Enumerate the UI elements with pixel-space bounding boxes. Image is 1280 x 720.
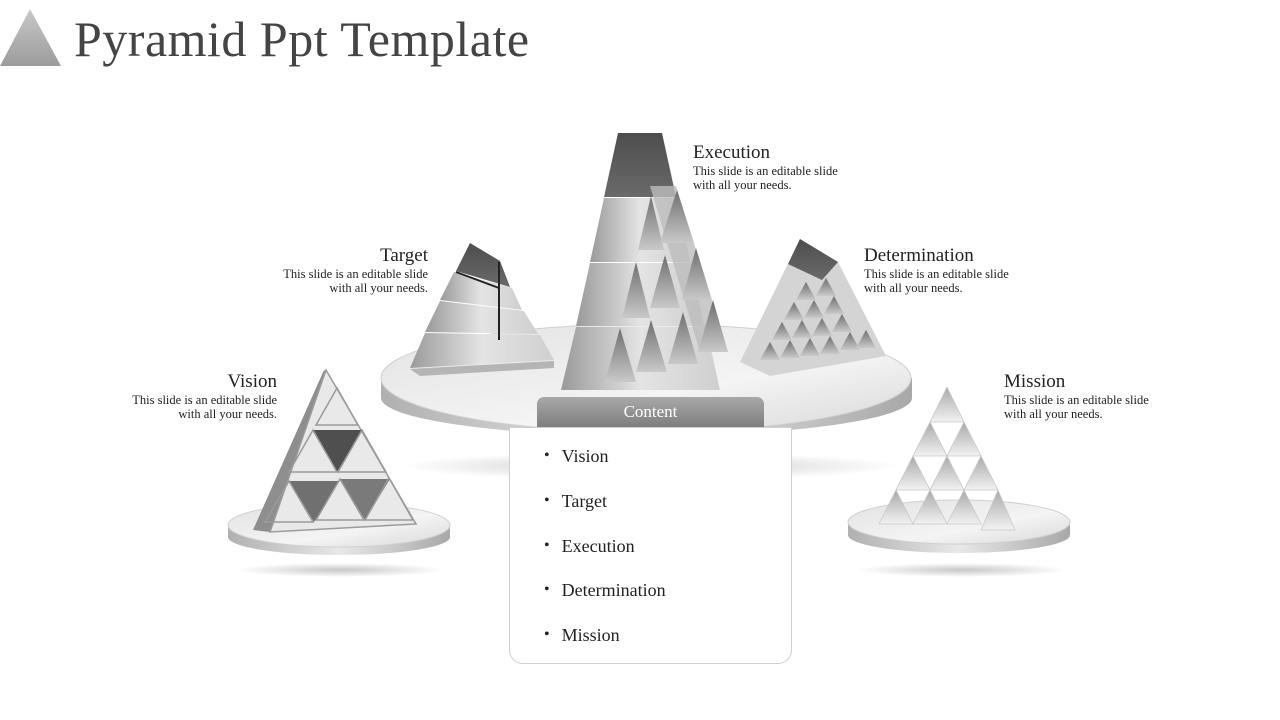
mission-pyramid <box>878 386 1016 531</box>
label-execution-heading: Execution <box>693 142 771 163</box>
execution-pyramid <box>561 133 728 390</box>
content-item-target: •Target <box>544 487 791 532</box>
label-target: Target This slide is an editable slide w… <box>268 245 428 295</box>
label-vision-heading: Vision <box>227 371 277 392</box>
label-execution: Execution This slide is an editable slid… <box>693 142 853 192</box>
shadow-left <box>235 563 445 577</box>
shadow-right <box>857 563 1067 577</box>
label-mission-desc: This slide is an editable slide with all… <box>1004 393 1149 421</box>
content-item-mission: •Mission <box>544 621 791 666</box>
bullet-icon: • <box>544 626 550 644</box>
label-target-heading: Target <box>380 245 428 266</box>
label-determination-heading: Determination <box>864 245 974 266</box>
logo-triangle-icon <box>0 9 61 66</box>
label-determination: Determination This slide is an editable … <box>864 245 1024 295</box>
label-vision: Vision This slide is an editable slide w… <box>117 371 277 421</box>
vision-pyramid <box>253 368 418 533</box>
content-item-determination: •Determination <box>544 576 791 621</box>
content-box: •Vision •Target •Execution •Determinatio… <box>509 427 792 664</box>
determination-pyramid <box>740 239 886 376</box>
bullet-icon: • <box>544 536 550 554</box>
bullet-icon: • <box>544 491 550 509</box>
page-title: Pyramid Ppt Template <box>74 11 530 67</box>
target-pyramid <box>410 243 554 376</box>
label-determination-desc: This slide is an editable slide with all… <box>864 267 1009 295</box>
content-item-vision: •Vision <box>544 442 791 487</box>
label-mission-heading: Mission <box>1004 371 1066 392</box>
content-item-execution: •Execution <box>544 532 791 577</box>
label-mission: Mission This slide is an editable slide … <box>1004 371 1164 421</box>
label-execution-desc: This slide is an editable slide with all… <box>693 164 838 192</box>
content-tab: Content <box>537 397 764 427</box>
label-target-desc: This slide is an editable slide with all… <box>283 267 428 295</box>
content-list: •Vision •Target •Execution •Determinatio… <box>510 428 791 666</box>
label-vision-desc: This slide is an editable slide with all… <box>132 393 277 421</box>
bullet-icon: • <box>544 447 550 464</box>
bullet-icon: • <box>544 581 550 599</box>
